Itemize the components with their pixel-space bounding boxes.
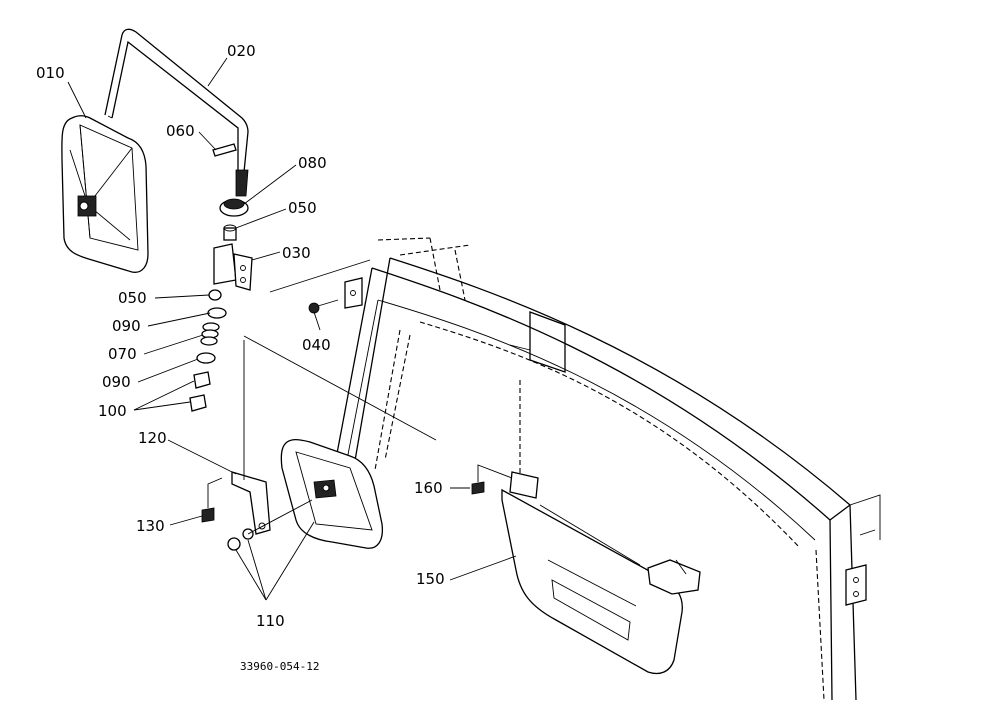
spring	[200, 322, 220, 346]
part-label-090-upper: 090	[112, 317, 141, 335]
part-label-100: 100	[98, 402, 127, 420]
part-label-020: 020	[227, 42, 256, 60]
pin	[212, 143, 237, 157]
mirror-stay-rod	[104, 28, 249, 197]
cab-frame	[331, 237, 881, 701]
part-label-120: 120	[138, 429, 167, 447]
rear-view-mirror-left	[61, 115, 149, 273]
sun-visor	[501, 488, 701, 675]
inner-mirror-assembly	[227, 438, 384, 551]
part-label-080: 080	[298, 154, 327, 172]
leader-lines	[67, 57, 517, 601]
holder-bolt	[308, 299, 339, 314]
drawing-number: 33960-054-12	[240, 660, 319, 673]
bracket-bolt	[201, 477, 223, 523]
visor-bolt	[471, 464, 513, 495]
collar-lower	[208, 289, 222, 301]
part-label-040: 040	[302, 336, 331, 354]
part-labels: 010 020 060 080 050 030 050 040 090 070 …	[36, 42, 445, 673]
mirror-holder	[213, 243, 253, 291]
part-label-010: 010	[36, 64, 65, 82]
part-label-050-upper: 050	[288, 199, 317, 217]
washer-lower	[196, 352, 216, 364]
part-label-160: 160	[414, 479, 443, 497]
part-label-110: 110	[256, 612, 285, 630]
washer-upper	[207, 307, 227, 319]
part-label-050-lower: 050	[118, 289, 147, 307]
mirror-bracket	[231, 340, 271, 535]
part-label-130: 130	[136, 517, 165, 535]
part-label-030: 030	[282, 244, 311, 262]
part-label-070: 070	[108, 345, 137, 363]
collar-upper	[223, 224, 237, 241]
nuts	[189, 371, 211, 412]
part-label-150: 150	[416, 570, 445, 588]
part-label-090-lower: 090	[102, 373, 131, 391]
cap	[219, 198, 249, 217]
part-label-060: 060	[166, 122, 195, 140]
